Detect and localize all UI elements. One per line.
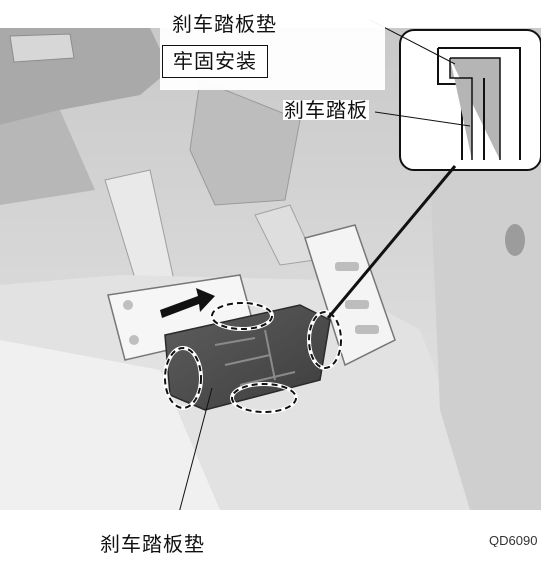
leader-inset-pointer: [326, 165, 457, 319]
clip-highlight-right: [308, 311, 342, 369]
clip-highlight-bottom: [231, 383, 297, 413]
install-direction-arrow: [160, 288, 215, 318]
clip-highlight-left: [164, 347, 202, 409]
mat-texture: [214, 329, 296, 386]
plate-hole-1: [123, 300, 133, 310]
accelerator-slot-3: [355, 325, 379, 334]
brake-pedal-label: 刹车踏板: [283, 98, 369, 122]
bottom-mat-label: 刹车踏板垫: [100, 532, 205, 556]
figure-code: QD6090: [489, 534, 538, 547]
secure-install-label: 牢固安装: [162, 45, 268, 78]
accelerator-slot-2: [345, 300, 369, 309]
leader-bottom-label: [174, 387, 213, 529]
top-mat-label: 刹车踏板垫: [172, 12, 277, 36]
dash-switch: [9, 33, 75, 63]
inset-mat-profile: [449, 57, 501, 160]
side-panel-bolt: [505, 224, 525, 256]
dash-lower-panel: [0, 110, 95, 205]
clip-highlight-top: [211, 302, 273, 330]
inset-outer-profile: [437, 47, 521, 160]
leader-pedal-label: [374, 111, 471, 127]
bottom-margin: [0, 510, 541, 565]
plate-hole-2: [129, 335, 139, 345]
accelerator-slot-1: [335, 262, 359, 271]
